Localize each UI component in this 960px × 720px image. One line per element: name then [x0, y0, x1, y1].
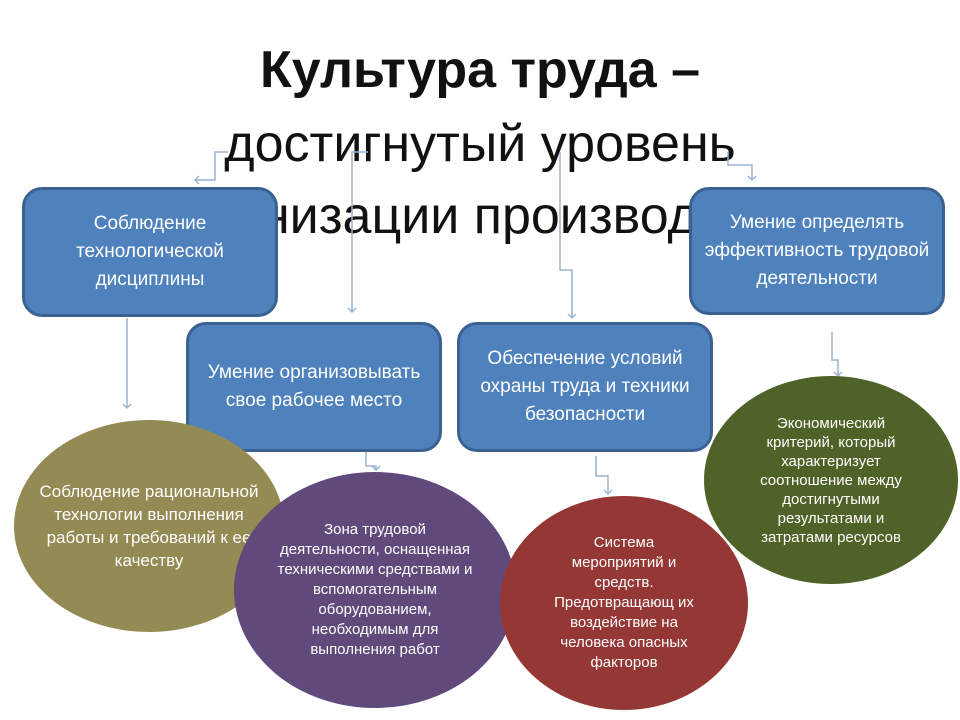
box-labor-safety-text: Обеспечение условий охраны труда и техни…: [480, 348, 690, 425]
oval-safety-measures: Система мероприятий и средств. Предотвра…: [500, 496, 748, 710]
oval-work-zone: Зона трудовой деятельности, оснащенная т…: [234, 472, 516, 708]
arrow-box3-to-oval3: [595, 456, 613, 496]
oval-safety-measures-text: Система мероприятий и средств. Предотвра…: [554, 534, 694, 671]
box-technological-discipline-text: Соблюдение технологической дисциплины: [76, 213, 224, 290]
oval-economic-criterion-text: Экономический критерий, который характер…: [760, 414, 902, 546]
box-efficiency-assessment: Умение определять эффективность трудовой…: [689, 187, 945, 315]
title-line-2: достигнутый уровень: [224, 115, 736, 173]
arrow-title-to-box2: [347, 151, 368, 314]
box-workplace-organization: Умение организовывать свое рабочее место: [186, 322, 442, 452]
arrow-title-to-box1: [193, 151, 228, 185]
oval-rational-technology-text: Соблюдение рациональной технологии выпол…: [39, 482, 259, 570]
title-line-1: Культура труда –: [260, 41, 700, 99]
arrow-box4-to-oval4: [831, 332, 843, 378]
arrow-title-to-box3: [559, 152, 577, 320]
box-efficiency-assessment-text: Умение определять эффективность трудовой…: [704, 212, 930, 289]
oval-work-zone-text: Зона трудовой деятельности, оснащенная т…: [277, 521, 473, 658]
box-workplace-organization-text: Умение организовывать свое рабочее место: [207, 362, 421, 411]
box-technological-discipline: Соблюдение технологической дисциплины: [22, 187, 278, 317]
arrow-title-to-box4: [727, 152, 757, 182]
oval-rational-technology: Соблюдение рациональной технологии выпол…: [14, 420, 284, 632]
box-labor-safety: Обеспечение условий охраны труда и техни…: [457, 322, 713, 452]
arrow-box2-to-oval2: [365, 452, 381, 472]
oval-economic-criterion: Экономический критерий, который характер…: [704, 376, 958, 584]
